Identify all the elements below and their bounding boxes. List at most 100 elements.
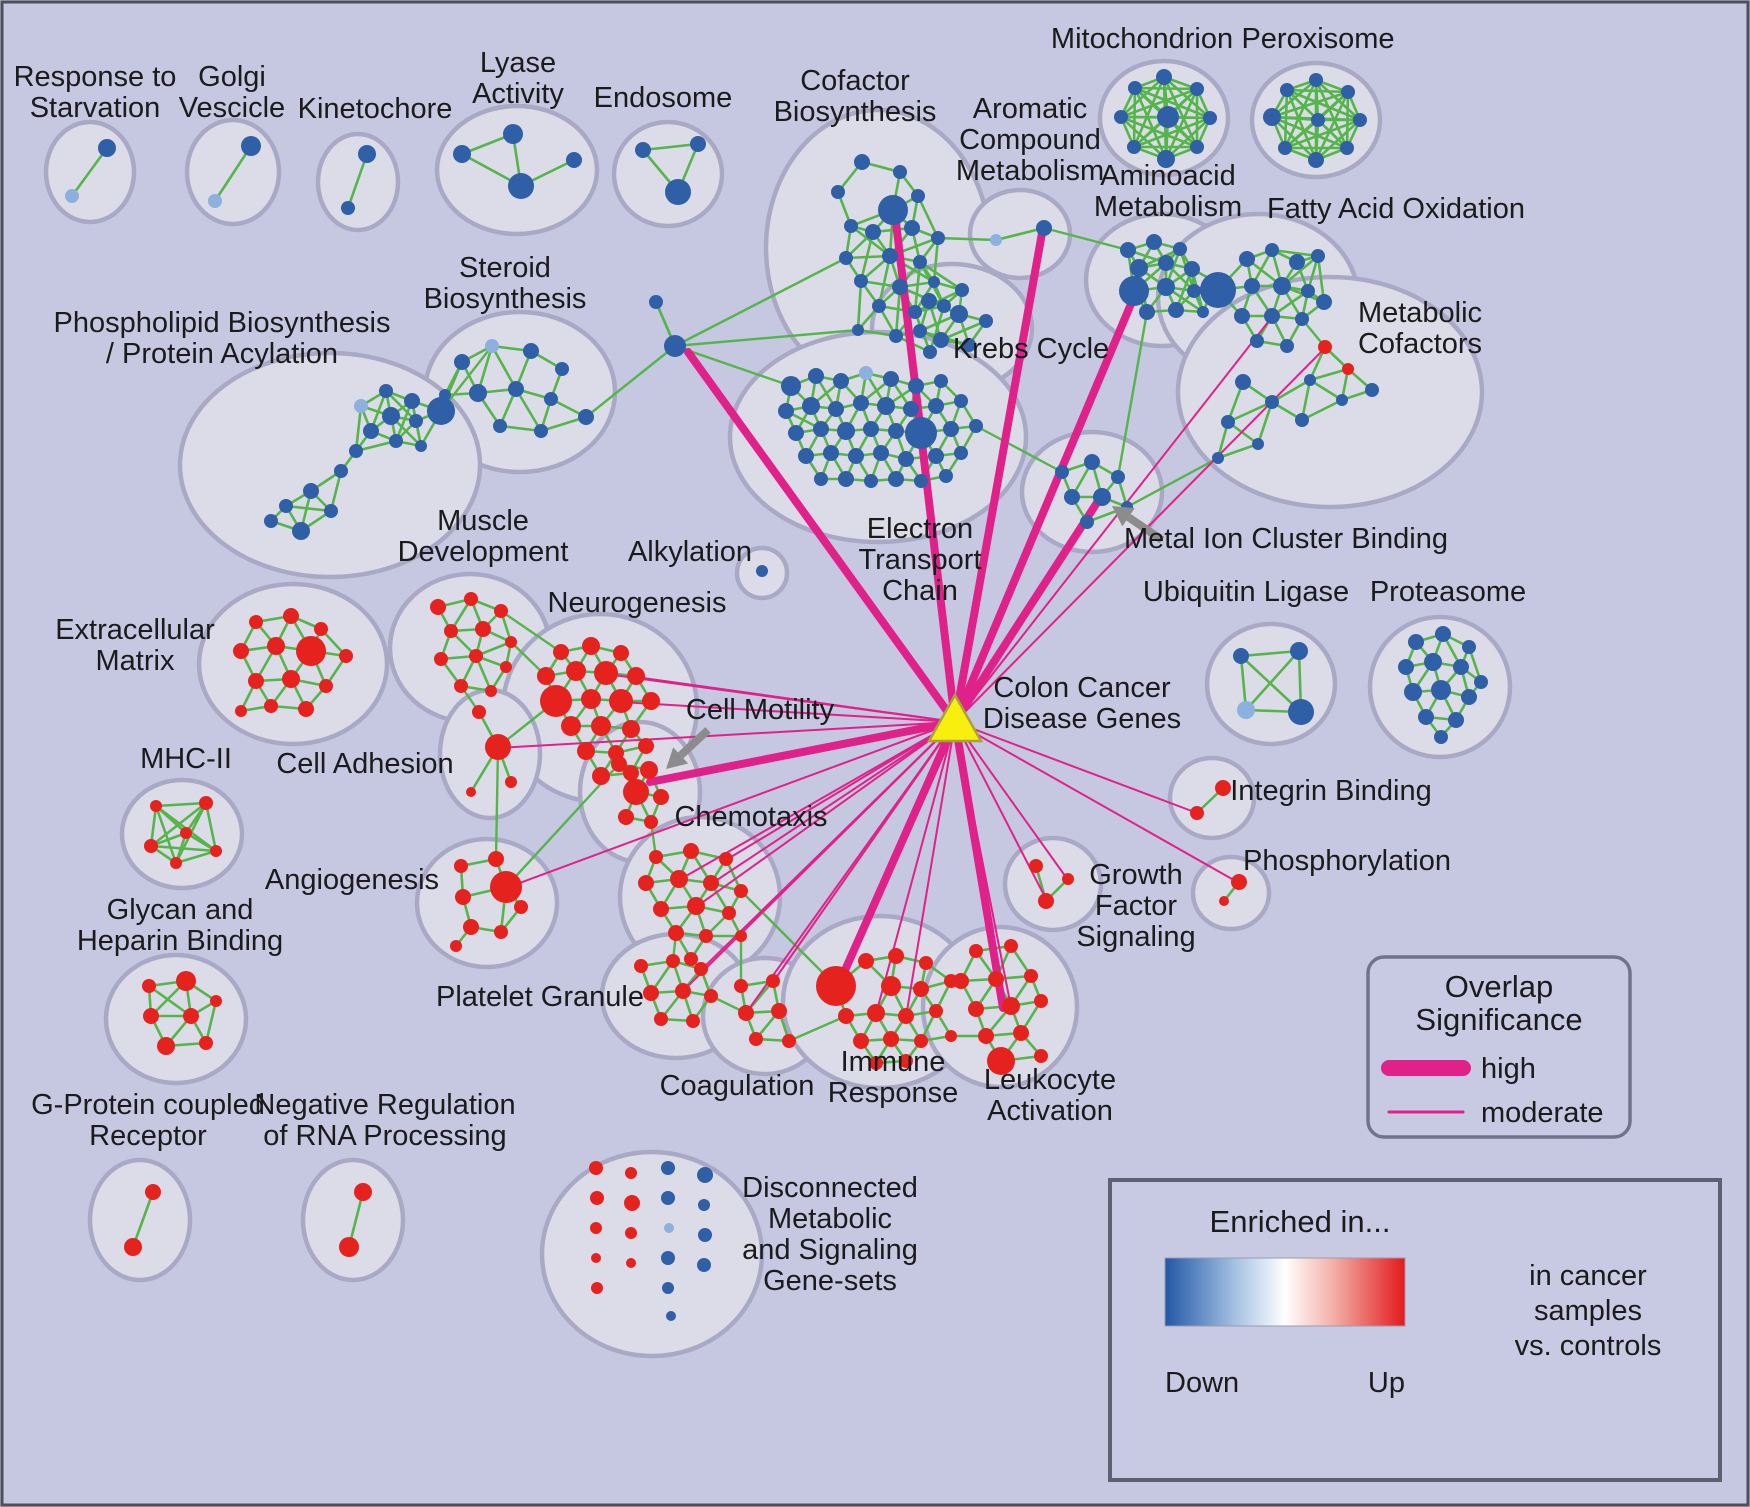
- gene-set-node: [1244, 278, 1260, 294]
- inter-cluster-edge: [500, 610, 562, 653]
- metal-ion-cluster-binding-arrow-head: [1112, 506, 1135, 527]
- gene-set-node: [493, 419, 507, 433]
- gene-set-node: [1111, 470, 1125, 484]
- gene-set-node: [1311, 249, 1325, 263]
- gene-set-node: [668, 925, 684, 941]
- gene-set-node: [578, 409, 594, 425]
- overlap-edge-moderate: [620, 701, 956, 723]
- similarity-edge: [1301, 398, 1343, 422]
- legend-enrichment: Enriched in... Down Up in cancer samples…: [1108, 1178, 1722, 1482]
- gene-set-node: [1064, 489, 1080, 505]
- gene-set-node: [1139, 304, 1155, 320]
- gene-set-node: [1289, 254, 1305, 270]
- similarity-edge: [1285, 89, 1318, 161]
- gene-set-node: [472, 705, 486, 719]
- gene-set-node: [670, 870, 688, 888]
- gene-set-node: [698, 1199, 710, 1211]
- gene-set-node: [665, 179, 691, 205]
- gene-set-node: [899, 1054, 913, 1068]
- gene-set-node: [814, 472, 828, 486]
- gene-set-node: [1157, 150, 1175, 168]
- gene-set-node: [903, 401, 919, 417]
- gene-set-node: [697, 1258, 711, 1272]
- gene-set-node: [454, 679, 468, 693]
- gene-set-node: [735, 930, 747, 942]
- overlap-edge-moderate: [497, 721, 956, 749]
- gene-set-node: [1273, 277, 1291, 295]
- gene-set-node: [199, 1036, 213, 1050]
- gene-set-node: [314, 622, 328, 636]
- gene-set-node: [1203, 111, 1217, 125]
- similarity-edge: [932, 237, 940, 283]
- gene-set-node: [1264, 308, 1280, 324]
- gene-set-node: [1128, 81, 1142, 95]
- gene-set-node: [950, 305, 968, 323]
- gene-set-node: [653, 901, 669, 917]
- gene-set-node: [1127, 140, 1141, 154]
- gene-set-node: [990, 234, 1002, 246]
- similarity-edge: [894, 286, 902, 337]
- cluster-label-peroxisome: Peroxisome: [1241, 23, 1394, 55]
- overlap-edge-high: [951, 229, 1046, 726]
- gene-set-node: [594, 661, 618, 685]
- gene-set-node: [485, 339, 499, 353]
- gene-set-node: [170, 857, 182, 869]
- gene-set-node: [1029, 859, 1043, 873]
- gene-set-node: [823, 445, 839, 461]
- gene-set-node: [1295, 413, 1309, 427]
- gene-set-node: [898, 451, 914, 467]
- gene-set-node: [623, 765, 639, 781]
- gene-set-node: [889, 329, 903, 343]
- gene-set-node: [904, 220, 920, 236]
- gene-set-node: [235, 705, 247, 717]
- gene-set-node: [444, 624, 458, 638]
- gene-set-node: [581, 689, 601, 709]
- gene-set-node: [1173, 242, 1187, 256]
- gene-set-node: [1157, 278, 1175, 296]
- gene-set-node: [698, 1228, 712, 1242]
- gene-set-node: [666, 1311, 676, 1321]
- gene-set-node: [1263, 108, 1281, 126]
- gene-set-node: [838, 1008, 854, 1024]
- gene-set-node: [1265, 243, 1279, 257]
- inter-cluster-edge: [585, 345, 676, 418]
- gene-set-node: [1184, 261, 1200, 277]
- gene-set-node: [1215, 780, 1231, 796]
- gene-set-node: [1290, 642, 1308, 660]
- inter-cluster-edge: [1043, 226, 1129, 252]
- cluster-bubble-negative-regulation-rna-processing: [300, 1157, 406, 1283]
- similarity-edge: [1240, 649, 1300, 658]
- gene-set-node: [464, 592, 478, 606]
- gene-set-node: [210, 845, 222, 857]
- gene-set-node: [778, 403, 794, 419]
- gene-set-node: [537, 667, 555, 685]
- gene-set-node: [888, 948, 904, 964]
- gene-set-node: [662, 1282, 674, 1294]
- gene-set-node: [591, 716, 611, 736]
- cluster-bubble-glycan-heparin-binding: [103, 952, 249, 1086]
- gene-set-node: [466, 787, 476, 797]
- gene-set-node: [1235, 374, 1251, 390]
- gene-set-node: [987, 1047, 1015, 1075]
- layer-overlap: [497, 210, 1326, 1018]
- gene-set-node: [923, 345, 937, 359]
- gene-set-node: [264, 699, 278, 713]
- cluster-label-phosphorylation: Phosphorylation: [1243, 845, 1451, 877]
- gene-set-node: [248, 673, 264, 689]
- gene-set-node: [553, 644, 569, 660]
- gene-set-node: [389, 434, 403, 448]
- gene-set-node: [624, 1195, 640, 1211]
- similarity-edge: [354, 405, 363, 452]
- layer-arrows: [666, 506, 1165, 769]
- gene-set-node: [1034, 994, 1048, 1008]
- gene-set-node: [690, 136, 706, 152]
- similarity-edge: [1286, 88, 1361, 122]
- gene-set-node: [1239, 251, 1255, 267]
- cluster-label-mitochondrion: Mitochondrion: [1051, 23, 1233, 55]
- gene-set-node: [771, 1003, 787, 1019]
- cluster-label-alkylation: Alkylation: [628, 536, 752, 568]
